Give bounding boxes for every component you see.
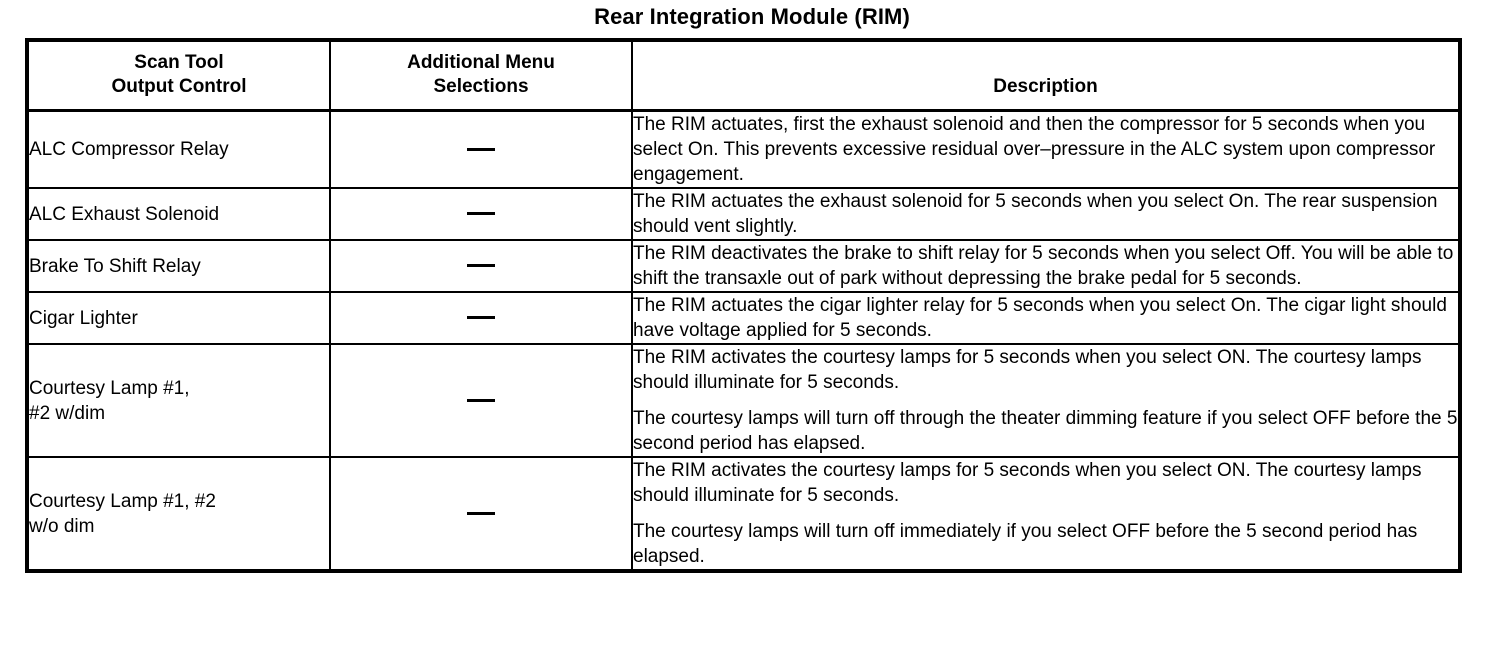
table-body: ALC Compressor Relay The RIM actuates, fi…: [25, 109, 1462, 573]
description-paragraph: The courtesy lamps will turn off immedia…: [633, 521, 1418, 567]
table-row: Cigar Lighter The RIM actuates the cigar …: [25, 291, 1462, 345]
cell-scan-tool-output-control: Courtesy Lamp #1, #2 w/dim: [25, 343, 331, 458]
cell-scan-tool-output-control: ALC Compressor Relay: [25, 109, 331, 189]
description-paragraph: The RIM activates the courtesy lamps for…: [633, 460, 1422, 506]
cell-additional-menu-selections: [329, 343, 633, 458]
rim-table-container: Scan Tool Output Control Additional Menu…: [25, 38, 1462, 573]
rim-output-control-table: Scan Tool Output Control Additional Menu…: [25, 38, 1462, 573]
cell-scan-tool-output-control: Courtesy Lamp #1, #2 w/o dim: [25, 456, 331, 573]
em-dash-icon: [467, 398, 495, 402]
description-paragraph: The RIM activates the courtesy lamps for…: [633, 347, 1422, 393]
page-title: Rear Integration Module (RIM): [594, 4, 910, 29]
em-dash-icon: [467, 511, 495, 515]
cell-description: The RIM deactivates the brake to shift r…: [631, 239, 1462, 293]
table-header-row: Scan Tool Output Control Additional Menu…: [25, 38, 1462, 112]
description-paragraph: The courtesy lamps will turn off through…: [633, 408, 1458, 454]
cell-additional-menu-selections: [329, 291, 633, 345]
table-header: Scan Tool Output Control Additional Menu…: [25, 38, 1462, 112]
cell-additional-menu-selections: [329, 239, 633, 293]
cell-scan-tool-output-control: ALC Exhaust Solenoid: [25, 187, 331, 241]
em-dash-icon: [467, 147, 495, 151]
cell-additional-menu-selections: [329, 456, 633, 573]
cell-additional-menu-selections: [329, 187, 633, 241]
column-header-additional-menu-selections: Additional Menu Selections: [329, 38, 633, 112]
table-row: Courtesy Lamp #1, #2 w/o dim The RIM acti…: [25, 456, 1462, 573]
cell-scan-tool-output-control: Brake To Shift Relay: [25, 239, 331, 293]
cell-description: The RIM activates the courtesy lamps for…: [631, 343, 1462, 458]
cell-description: The RIM actuates the exhaust solenoid fo…: [631, 187, 1462, 241]
cell-scan-tool-output-control: Cigar Lighter: [25, 291, 331, 345]
cell-description: The RIM activates the courtesy lamps for…: [631, 456, 1462, 573]
cell-description: The RIM actuates, first the exhaust sole…: [631, 109, 1462, 189]
column-header-scan-tool-output-control: Scan Tool Output Control: [25, 38, 331, 112]
description-paragraph: The RIM deactivates the brake to shift r…: [633, 243, 1454, 289]
table-row: Courtesy Lamp #1, #2 w/dim The RIM activa…: [25, 343, 1462, 458]
table-row: Brake To Shift Relay The RIM deactivates …: [25, 239, 1462, 293]
description-paragraph: The RIM actuates the exhaust solenoid fo…: [633, 191, 1438, 237]
column-header-description: Description: [631, 38, 1462, 112]
description-paragraph: The RIM actuates, first the exhaust sole…: [633, 114, 1436, 185]
em-dash-icon: [467, 212, 495, 216]
cell-additional-menu-selections: [329, 109, 633, 189]
em-dash-icon: [467, 264, 495, 268]
em-dash-icon: [467, 316, 495, 320]
description-paragraph: The RIM actuates the cigar lighter relay…: [633, 295, 1447, 341]
cell-description: The RIM actuates the cigar lighter relay…: [631, 291, 1462, 345]
table-row: ALC Exhaust Solenoid The RIM actuates the…: [25, 187, 1462, 241]
table-row: ALC Compressor Relay The RIM actuates, fi…: [25, 109, 1462, 189]
